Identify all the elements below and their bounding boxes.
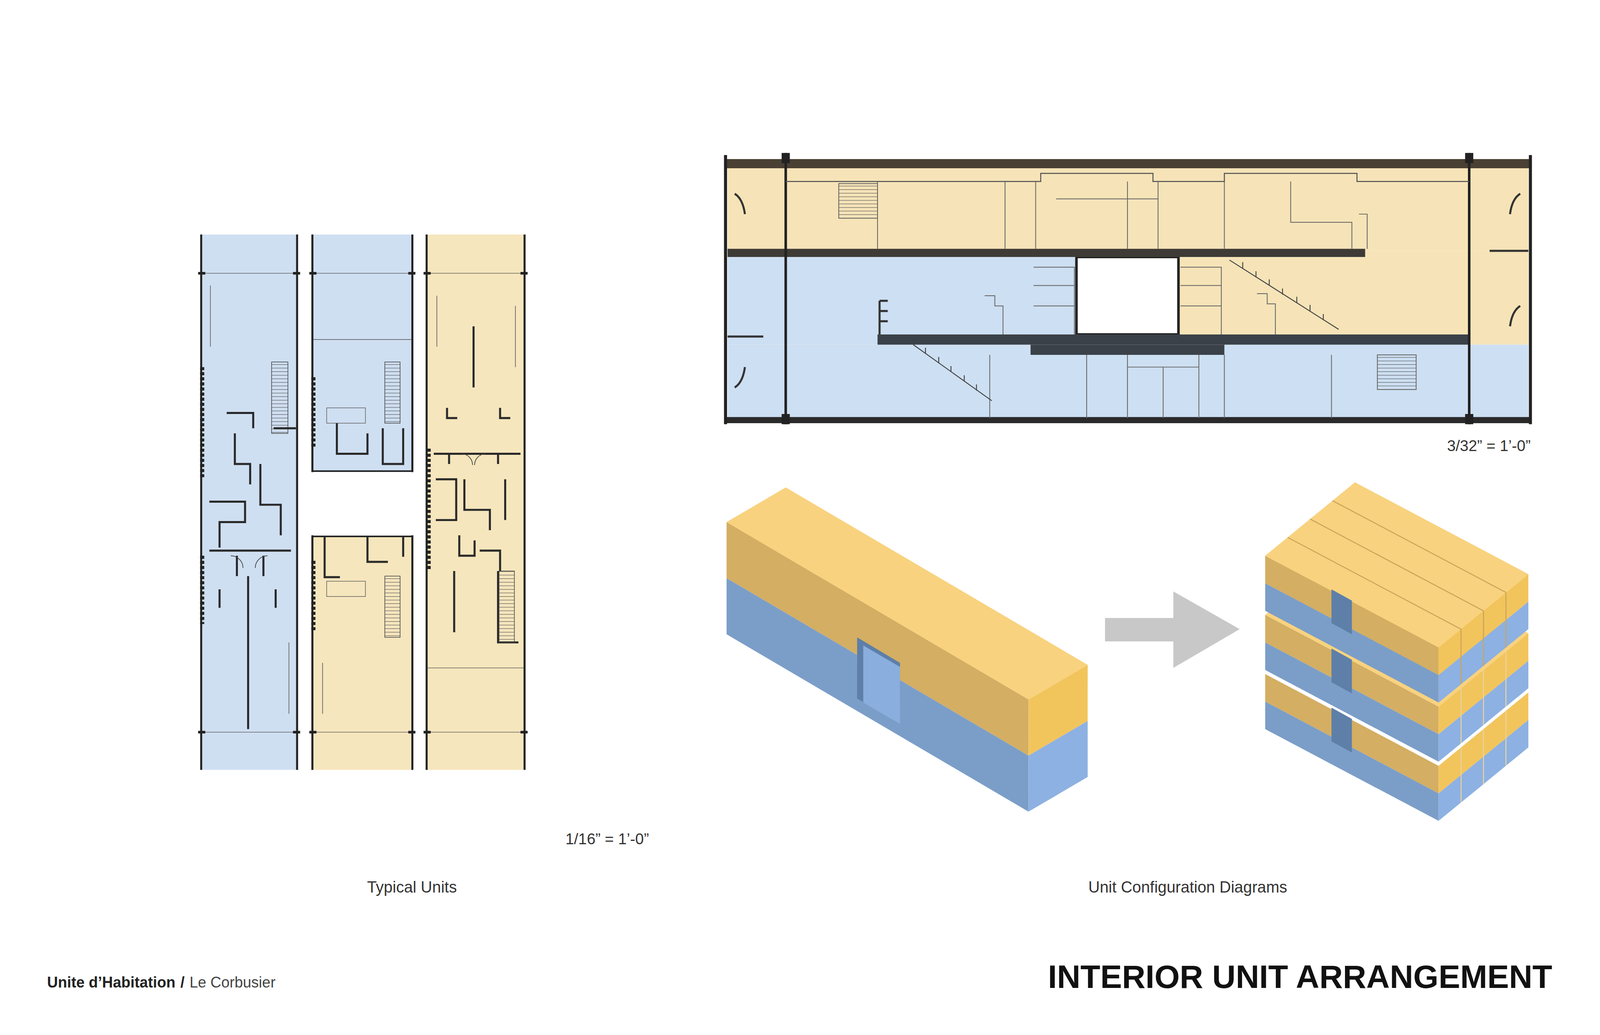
plan-middle-units-shape	[313, 234, 412, 473]
unit-section-shape	[1076, 257, 1179, 335]
plan-middle-units-shape	[385, 576, 401, 638]
plan-middle-units-shape	[411, 535, 414, 770]
unit-section-shape	[877, 181, 1368, 250]
unit-section-shape	[1178, 250, 1529, 345]
plan-yellow-unit-shape	[461, 453, 486, 465]
plan-middle-units-shape	[324, 536, 404, 578]
unit-section-shape	[727, 248, 1365, 258]
unit-section-shape	[1076, 250, 1179, 345]
plan-blue-unit-shape	[296, 234, 299, 770]
plan-blue-unit-shape	[202, 732, 296, 733]
plan-middle-units-shape	[326, 407, 366, 424]
plan-middle-units-shape	[311, 377, 316, 449]
unit-section-shape	[877, 334, 1470, 345]
unit-section-shape	[1467, 152, 1471, 425]
plan-yellow-unit-shape	[427, 732, 524, 733]
plan-blue-unit-shape	[209, 413, 296, 730]
unit-isometric-shape	[857, 637, 900, 725]
unit-section-shape	[913, 345, 993, 402]
sheet-title: INTERIOR UNIT ARRANGEMENT	[1047, 957, 1553, 998]
unit-section-shape	[727, 250, 1077, 345]
scale-note: 3/32” = 1’-0”	[1447, 437, 1531, 456]
plan-middle-units-shape	[313, 272, 412, 274]
plan-middle-units-shape	[309, 731, 416, 734]
plan-middle-units-shape	[336, 423, 403, 465]
unit-section-shape	[1377, 355, 1417, 390]
plan-blue-unit-shape	[202, 272, 296, 274]
stacked-units-shape	[1331, 648, 1353, 694]
unit-section-shape	[725, 159, 1531, 169]
stacked-units	[1265, 482, 1529, 822]
unit-section	[725, 152, 1531, 425]
transform-arrow	[1105, 591, 1240, 669]
unit-isometric-shape	[863, 645, 900, 725]
scale-note: 1/16” = 1’-0”	[565, 830, 650, 849]
plan-blue-unit-shape	[200, 555, 205, 625]
unit-section-shape	[724, 155, 728, 425]
architect-name: Le Corbusier	[189, 973, 276, 992]
plan-middle-units-shape	[326, 581, 366, 598]
unit-section-shape	[1030, 345, 1225, 355]
plan-yellow-unit-shape	[523, 234, 526, 770]
plan-middle-units-shape	[385, 362, 401, 424]
drawing-caption: Unit Configuration Diagrams	[1088, 878, 1288, 898]
plan-blue-unit-shape	[198, 273, 301, 733]
unit-section-shape	[984, 267, 1276, 335]
unit-section-shape	[784, 152, 788, 425]
plan-blue-unit-shape	[210, 285, 211, 348]
plan-middle-units-shape	[313, 536, 412, 771]
plan-yellow-unit-shape	[499, 571, 515, 643]
plan-yellow-unit-shape	[515, 305, 516, 368]
stacked-units-shape	[1331, 589, 1353, 635]
unit-section-shape	[781, 152, 1474, 425]
plan-middle-units-shape	[311, 561, 316, 633]
stacked-units-shape	[1331, 707, 1353, 753]
plan-yellow-unit-shape	[436, 295, 438, 347]
plan-blue-unit-shape	[202, 234, 296, 770]
separator: /	[180, 973, 185, 992]
plan-middle-units-shape	[312, 470, 413, 473]
transform-arrow-shape	[1105, 591, 1240, 669]
plan-middle-units-shape	[311, 234, 314, 473]
plan-middle-units-shape	[311, 535, 314, 770]
plan-blue-unit	[198, 234, 301, 770]
plan-blue-unit-shape	[288, 642, 290, 714]
plan-middle-units-shape	[309, 272, 416, 275]
plan-middle-units-shape	[411, 234, 414, 473]
unit-isometric-shape	[726, 578, 1029, 813]
plan-middle-units-shape	[313, 732, 412, 733]
plan-blue-unit-shape	[230, 555, 268, 568]
unit-section-shape	[1528, 155, 1532, 425]
plan-middle-units-shape	[312, 535, 413, 538]
unit-isometric-shape	[1028, 721, 1088, 813]
plan-yellow-unit-shape	[427, 272, 524, 274]
plan-yellow-unit-shape	[427, 234, 524, 770]
unit-section-shape	[989, 355, 1332, 419]
project-name: Unite d’Habitation	[47, 973, 176, 992]
plan-yellow-unit-shape	[427, 667, 524, 669]
plan-blue-unit-shape	[200, 367, 205, 480]
stacked-units-shape	[1287, 500, 1506, 685]
plan-blue-unit-shape	[271, 362, 288, 434]
plan-yellow-unit-shape	[423, 273, 528, 733]
project-credit: Unite d’Habitation/Le Corbusier	[47, 973, 276, 992]
plan-yellow-unit-shape	[433, 326, 521, 643]
unit-section-shape	[727, 161, 1529, 251]
plan-middle-units-shape	[313, 339, 412, 340]
unit-isometric	[726, 487, 1088, 813]
stacked-units-shape	[1265, 583, 1439, 703]
unit-section-shape	[838, 183, 878, 219]
plan-middle-units	[309, 234, 416, 770]
plan-middle-units-shape	[322, 662, 323, 714]
unit-section-shape	[1229, 260, 1339, 330]
unit-section-shape	[785, 173, 1470, 182]
plan-yellow-unit	[423, 234, 528, 770]
unit-section-shape	[727, 345, 1529, 420]
unit-section-shape	[879, 300, 888, 335]
unit-section-shape	[725, 417, 1531, 424]
plan-blue-unit-shape	[200, 234, 203, 770]
plan-yellow-unit-shape	[426, 448, 431, 572]
drawing-caption: Typical Units	[367, 878, 457, 898]
